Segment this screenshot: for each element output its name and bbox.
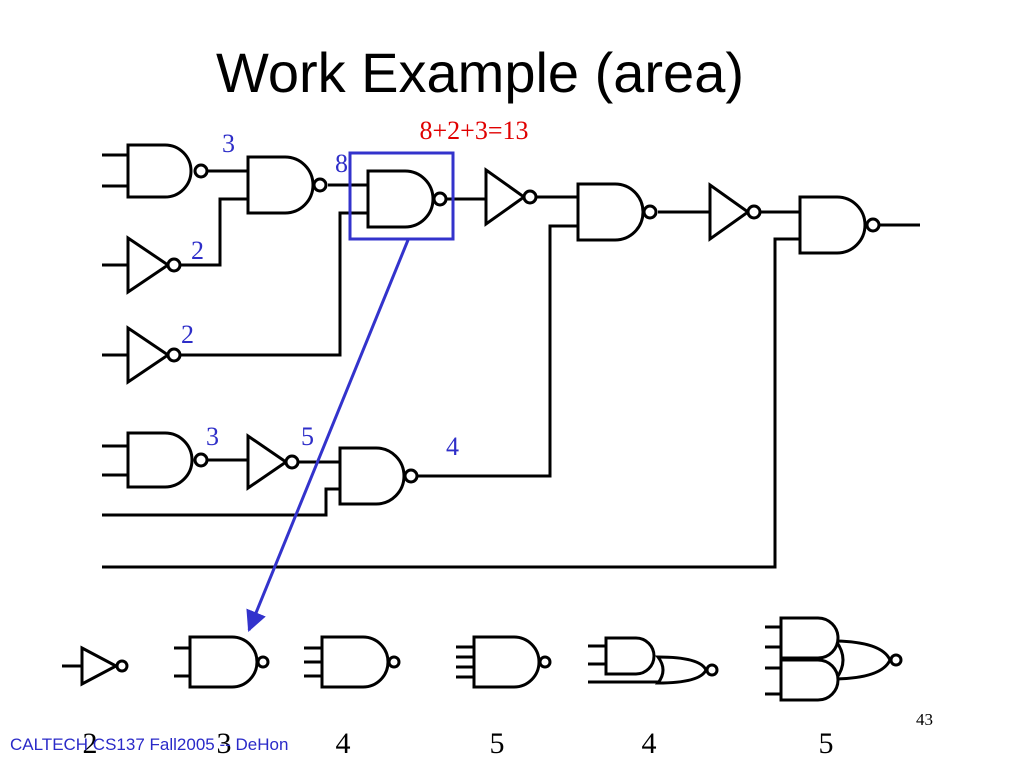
inversion-bubble bbox=[193, 163, 209, 179]
library-cost: 4 bbox=[642, 727, 657, 760]
nand-gate bbox=[246, 155, 315, 215]
cost-label: 2 bbox=[191, 236, 204, 265]
nand-gate bbox=[126, 143, 193, 199]
library-cost: 4 bbox=[336, 727, 351, 760]
wire bbox=[102, 444, 128, 477]
library-nand3 bbox=[320, 635, 390, 689]
inversion-bubble bbox=[522, 189, 538, 205]
circuit-gates bbox=[126, 143, 881, 506]
cost-label: 4 bbox=[446, 432, 459, 461]
cell-library bbox=[62, 616, 903, 702]
library-cost: 5 bbox=[819, 727, 834, 760]
cost-label: 8 bbox=[335, 149, 348, 178]
inversion-bubble bbox=[889, 653, 903, 667]
inversion-bubble bbox=[642, 204, 658, 220]
inversion-bubble bbox=[115, 659, 129, 673]
nand-gate bbox=[126, 431, 194, 489]
cost-label: 3 bbox=[222, 129, 235, 158]
slide-footer: CALTECH CS137 Fall2005 -- DeHon bbox=[10, 735, 288, 754]
area-sum-label: 8+2+3=13 bbox=[420, 116, 529, 145]
inversion-bubble bbox=[705, 663, 719, 677]
inversion-bubble bbox=[432, 191, 448, 207]
wire bbox=[181, 211, 368, 357]
inverter-gate bbox=[708, 182, 751, 242]
inversion-bubble bbox=[312, 177, 328, 193]
inversion-bubble bbox=[166, 347, 182, 363]
inverter-gate bbox=[484, 167, 527, 227]
inverter-gate bbox=[126, 325, 171, 385]
wire bbox=[304, 646, 322, 678]
cost-label: 5 bbox=[301, 422, 314, 451]
library-nand4 bbox=[472, 635, 541, 689]
library-and-gate bbox=[779, 658, 840, 702]
inversion-bubble bbox=[865, 217, 881, 233]
nand-gate bbox=[576, 182, 645, 242]
inverter-gate bbox=[126, 235, 171, 295]
cost-label: 3 bbox=[206, 422, 219, 451]
wire bbox=[102, 153, 128, 188]
inversion-bubble bbox=[166, 257, 182, 273]
inverter-gate bbox=[246, 433, 289, 491]
nand-gate-highlighted bbox=[366, 169, 435, 229]
library-inverter bbox=[80, 645, 120, 687]
inversion-bubble bbox=[284, 454, 300, 470]
highlight-box bbox=[348, 151, 455, 241]
inversion-bubble bbox=[538, 655, 552, 669]
nand-gate bbox=[798, 195, 867, 255]
library-cost: 3 bbox=[217, 727, 232, 760]
match-arrow bbox=[246, 239, 410, 632]
inversion-bubble bbox=[193, 452, 209, 468]
inversion-bubble bbox=[387, 655, 401, 669]
circuit-wires bbox=[102, 153, 920, 569]
wire bbox=[588, 644, 658, 684]
library-or-gate bbox=[654, 655, 708, 685]
page-number: 43 bbox=[916, 710, 933, 729]
nand-gate bbox=[338, 446, 406, 506]
library-cost: 2 bbox=[83, 727, 98, 760]
inversion-bubble bbox=[403, 468, 419, 484]
wire bbox=[102, 237, 800, 569]
wire bbox=[765, 625, 781, 696]
library-and-gate bbox=[779, 616, 840, 660]
slide-title: Work Example (area) bbox=[216, 41, 744, 104]
inversion-bubble bbox=[746, 204, 762, 220]
wire bbox=[102, 487, 340, 517]
wire bbox=[456, 645, 474, 679]
cost-label: 2 bbox=[181, 320, 194, 349]
library-nand2 bbox=[188, 635, 259, 689]
library-costs: 2 3 4 5 4 5 bbox=[83, 727, 834, 760]
library-or-gate bbox=[832, 639, 892, 681]
library-cost: 5 bbox=[490, 727, 505, 760]
wire bbox=[174, 646, 190, 678]
wire bbox=[181, 197, 248, 267]
wire bbox=[418, 224, 578, 478]
inversion-bubble bbox=[256, 655, 270, 669]
library-and-gate bbox=[604, 636, 656, 676]
circuit-annotations: 3 8 2 2 3 5 4 bbox=[181, 129, 459, 461]
